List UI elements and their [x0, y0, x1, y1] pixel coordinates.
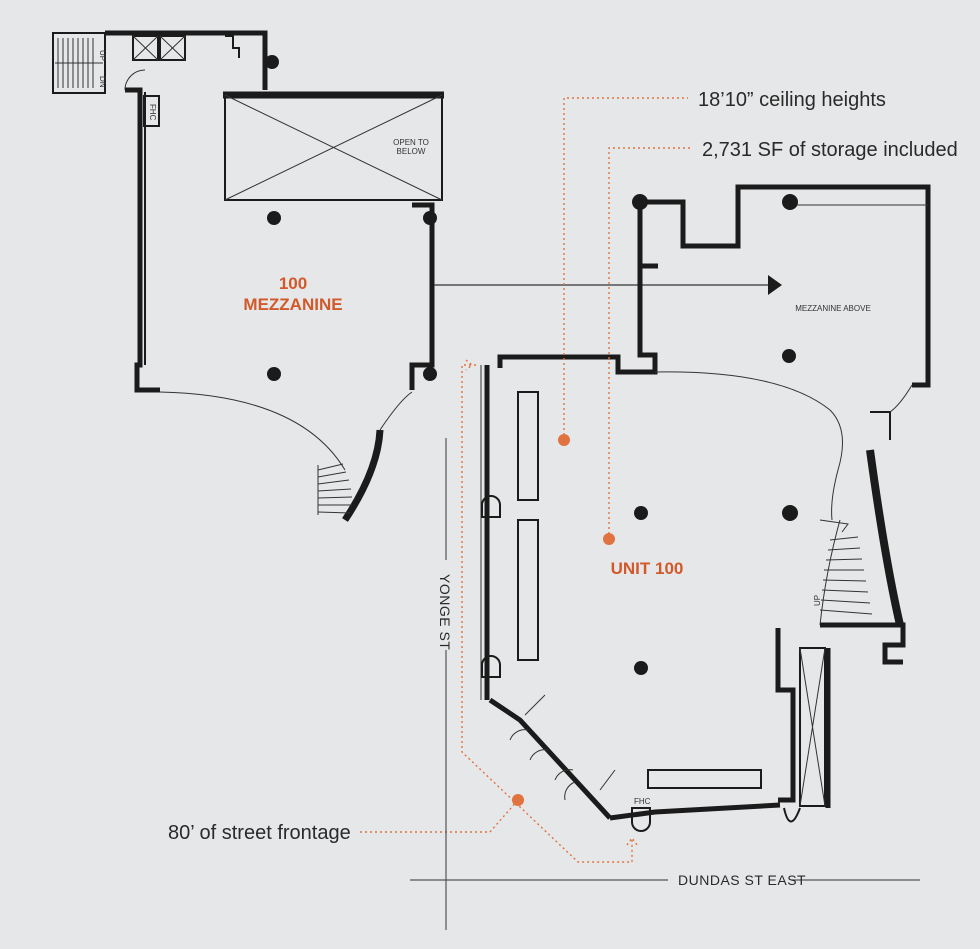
east-stair-up-label: UP	[813, 595, 822, 606]
mezzanine-link-arrow	[434, 275, 782, 295]
stair-treads	[55, 38, 103, 88]
mezzanine-north-wall	[105, 30, 268, 90]
entrance-doors	[509, 694, 616, 801]
south-counter	[647, 769, 762, 789]
column	[267, 211, 281, 225]
se-core-wall-top	[820, 622, 906, 665]
unit-northeast-wall	[640, 184, 931, 388]
unit-label: UNIT 100	[611, 559, 684, 578]
open-to-below-label-1: OPEN TO	[393, 138, 429, 147]
column	[423, 211, 437, 225]
entrance-angled-wall	[488, 697, 612, 820]
unit-100-plan: UP FHC	[480, 184, 931, 832]
column	[267, 367, 281, 381]
fhc-label: FHC	[148, 104, 157, 121]
mezzanine-above-edge	[654, 371, 843, 521]
west-bay-1	[481, 495, 501, 518]
callout-storage-text: 2,731 SF of storage included	[702, 139, 958, 161]
column	[634, 506, 648, 520]
se-bay	[783, 807, 801, 823]
door-swing	[124, 69, 146, 91]
column	[782, 194, 798, 210]
column	[634, 661, 648, 675]
east-curved-wall	[866, 449, 904, 626]
column	[265, 55, 279, 69]
south-fhc-bay	[631, 807, 651, 832]
curved-stair-treads	[317, 463, 353, 515]
service-shaft-1	[132, 35, 159, 61]
open-to-below-label-2: BELOW	[397, 147, 426, 156]
callout-ceiling: 18’10” ceiling heights	[558, 89, 886, 446]
column	[782, 349, 796, 363]
unit-south-wall	[609, 802, 781, 821]
west-counter-1	[517, 391, 539, 501]
stair-up-label: UP	[98, 50, 107, 61]
service-shaft-2	[159, 35, 186, 61]
callout-frontage-text: 80’ of street frontage	[168, 822, 351, 844]
se-core-west-wall	[775, 628, 796, 803]
mezzanine-above-label: MEZZANINE ABOVE	[795, 304, 871, 313]
yonge-street: YONGE ST	[437, 438, 453, 930]
curved-stair-wall	[342, 429, 384, 522]
mezzanine-east-wall	[409, 202, 435, 390]
dundas-street: DUNDAS ST EAST	[410, 872, 920, 888]
mezzanine-west-wall	[125, 87, 160, 393]
service-notch	[225, 35, 240, 58]
stair-down-label: DN	[98, 76, 107, 88]
callout-frontage: 80’ of street frontage	[168, 359, 638, 863]
column	[423, 367, 437, 381]
callout-ceiling-text: 18’10” ceiling heights	[698, 89, 886, 111]
callout-storage: 2,731 SF of storage included	[603, 139, 958, 545]
column	[632, 194, 648, 210]
dundas-street-label: DUNDAS ST EAST	[678, 872, 806, 888]
mezzanine-plan: UP DN FHC OPEN TO BELOW	[52, 30, 444, 522]
east-stair	[819, 519, 873, 626]
yonge-street-label: YONGE ST	[437, 574, 453, 650]
unit-north-wall	[497, 200, 658, 375]
mezzanine-curved-edge	[159, 391, 346, 471]
west-bay-2	[481, 655, 501, 678]
stair-block	[52, 32, 106, 94]
mezzanine-title: MEZZANINE	[243, 295, 342, 314]
east-door	[870, 411, 891, 440]
south-fhc-label: FHC	[634, 797, 651, 806]
mezzanine-number: 100	[279, 274, 307, 293]
column	[782, 505, 798, 521]
se-shaft	[799, 647, 826, 807]
west-counter-2	[517, 519, 539, 661]
